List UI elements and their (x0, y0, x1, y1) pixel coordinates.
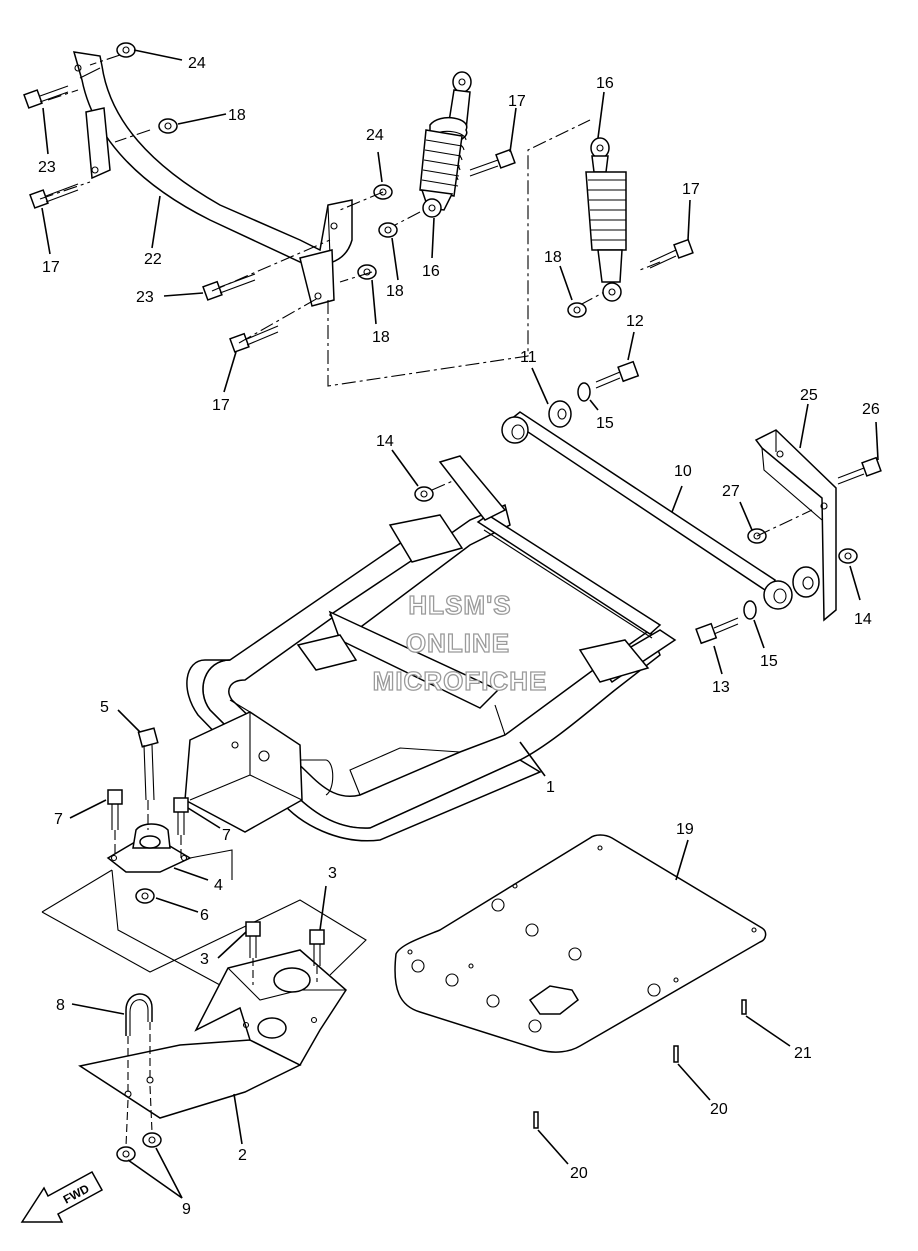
bolt-12 (595, 360, 640, 389)
floor-plate (394, 834, 767, 1053)
bolt-26 (837, 456, 882, 485)
callout-21: 21 (794, 1045, 812, 1062)
bolt-17-shock-right (649, 238, 694, 269)
shock-absorber-right (585, 137, 627, 302)
nut-14-right (838, 548, 858, 564)
callout-20-upper: 20 (710, 1101, 728, 1118)
bolt-3-right (309, 929, 325, 966)
control-rod (501, 411, 793, 610)
bolt-23-top (23, 85, 69, 109)
bracket-dash-lines (431, 479, 813, 537)
watermark: HLSM'S ONLINE MICROFICHE (372, 589, 548, 696)
callout-3-right: 3 (328, 865, 337, 882)
callout-13: 13 (712, 679, 730, 696)
rear-arm-frame (184, 455, 677, 842)
callout-16-right: 16 (596, 75, 614, 92)
callout-19: 19 (676, 821, 694, 838)
bolt-7-right (173, 797, 189, 835)
callout-4: 4 (214, 877, 223, 894)
watermark-line-3: MICROFICHE (373, 666, 548, 696)
callout-20-lower: 20 (570, 1165, 588, 1182)
skid-plate (78, 949, 347, 1119)
bushing-11 (548, 400, 572, 428)
bolt-17-lower (229, 325, 279, 353)
bolt-3-dash-lines (252, 958, 318, 985)
callout-17-left: 17 (42, 259, 60, 276)
callout-14-right: 14 (854, 611, 872, 628)
callout-22: 22 (144, 251, 162, 268)
bolt-17-left (29, 183, 79, 209)
watermark-line-1: HLSM'S (408, 590, 511, 620)
callout-24-top: 24 (188, 55, 206, 72)
engine-mount-dash-lines (114, 800, 182, 858)
callout-18-mid: 18 (372, 329, 390, 346)
bolt-3-left (245, 921, 261, 958)
callout-27: 27 (722, 483, 740, 500)
callout-18-shock: 18 (386, 283, 404, 300)
callout-18-top: 18 (228, 107, 246, 124)
bracket-25 (754, 429, 837, 622)
bushing-right (792, 566, 820, 598)
callout-23-top: 23 (38, 159, 56, 176)
shock-absorber-left (419, 71, 472, 218)
callout-17-lower: 17 (212, 397, 230, 414)
callout-14-left: 14 (376, 433, 394, 450)
bolt-17-shock-left (469, 148, 516, 177)
callout-11: 11 (520, 349, 537, 366)
callout-7-left: 7 (54, 811, 63, 828)
callout-9: 9 (182, 1201, 191, 1218)
callout-26: 26 (862, 401, 880, 418)
callout-23-lower: 23 (136, 289, 154, 306)
callout-15-lower: 15 (760, 653, 778, 670)
rivet-20-lower (533, 1111, 539, 1129)
callout-2: 2 (238, 1147, 247, 1164)
callout-1: 1 (546, 779, 555, 796)
engine-mount-4 (106, 823, 192, 873)
nut-18-top (158, 118, 178, 134)
nut-14-left (414, 486, 434, 502)
callout-5: 5 (100, 699, 109, 716)
nuts-9 (116, 1085, 162, 1162)
leader-lines (41, 49, 879, 1199)
callout-8: 8 (56, 997, 65, 1014)
nut-24-top (116, 42, 136, 58)
mount-reference-lines (41, 849, 367, 986)
bolt-13 (695, 617, 739, 645)
callout-17-shock: 17 (508, 93, 526, 110)
fwd-arrow-icon: FWD (20, 1170, 104, 1223)
watermark-line-2: ONLINE (406, 628, 510, 658)
callout-7-right: 7 (222, 827, 231, 844)
rivet-20-upper (673, 1045, 679, 1063)
nut-18-shock (378, 222, 398, 238)
rivet-21 (741, 999, 747, 1015)
bolt-5 (137, 727, 159, 801)
callout-25: 25 (800, 387, 818, 404)
nut-18-shock-right (567, 302, 587, 318)
front-guard-bracket (72, 51, 353, 307)
washer-15-lower (743, 600, 757, 620)
callout-15-top: 15 (596, 415, 614, 432)
nut-18-mid (357, 264, 377, 280)
bolt-7-left (107, 789, 123, 830)
bolt-23-lower (202, 273, 256, 301)
washer-15-top (577, 382, 591, 402)
callout-12: 12 (626, 313, 644, 330)
callout-6: 6 (200, 907, 209, 924)
u-bolt-8 (125, 993, 153, 1094)
callout-17-right: 17 (682, 181, 700, 198)
callout-3-left: 3 (200, 951, 209, 968)
callout-18-right: 18 (544, 249, 562, 266)
callout-24-mid: 24 (366, 127, 384, 144)
nut-6 (135, 888, 155, 904)
callout-labels: 24 18 23 17 22 23 17 24 17 16 18 16 18 1… (38, 55, 880, 1218)
callout-10: 10 (674, 463, 692, 480)
callout-16-left: 16 (422, 263, 440, 280)
